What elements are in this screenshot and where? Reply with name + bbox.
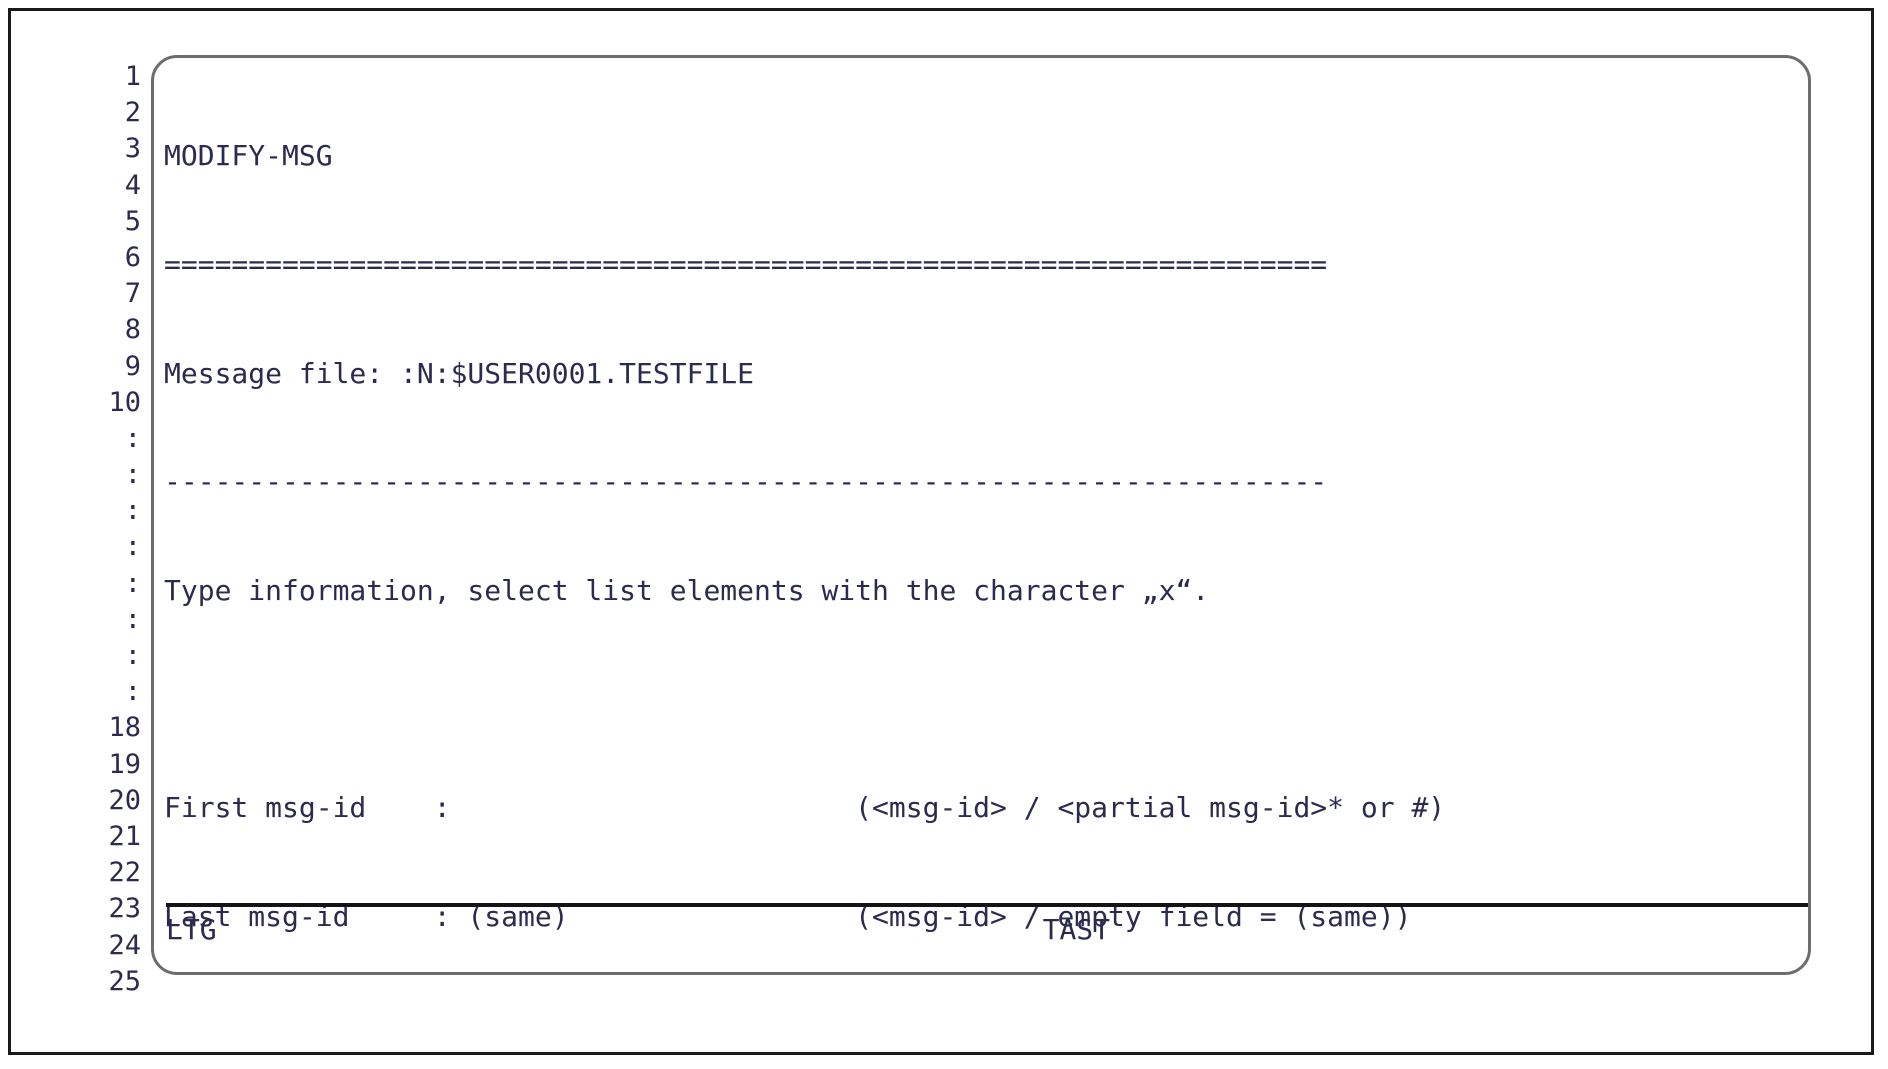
line-number: 19 xyxy=(108,748,141,780)
instruction-line: Type information, select list elements w… xyxy=(164,573,1210,607)
line-number: : xyxy=(124,531,141,563)
figure-frame: 1 2 3 4 5 6 7 8 9 10 : : : : : : : : 18 … xyxy=(8,8,1874,1055)
line-number: : xyxy=(124,495,141,527)
line-number: 23 xyxy=(108,893,141,925)
line-number: 3 xyxy=(124,133,141,165)
line-number: 1 xyxy=(124,61,141,92)
line-number: 9 xyxy=(124,350,141,382)
line-number: 10 xyxy=(108,386,141,418)
line-number: : xyxy=(124,459,141,491)
status-bar: LTG TAST xyxy=(166,913,1111,946)
line-number: 8 xyxy=(124,314,141,346)
line-number: 25 xyxy=(108,965,141,997)
blank-row xyxy=(164,681,1808,717)
line-number: 24 xyxy=(108,929,141,961)
line-number: : xyxy=(124,567,141,599)
line-number: : xyxy=(124,640,141,671)
line-number: 18 xyxy=(108,712,141,744)
line-number: 2 xyxy=(124,97,141,129)
screen-title: MODIFY-MSG xyxy=(164,139,333,173)
line-number: : xyxy=(124,676,141,708)
line-number: 4 xyxy=(124,169,141,201)
line-number: : xyxy=(124,603,141,635)
header-single-rule: ----------------------------------------… xyxy=(164,465,1328,499)
line-number: 21 xyxy=(108,820,141,852)
line-number: 6 xyxy=(124,241,141,273)
line-number-gutter: 1 2 3 4 5 6 7 8 9 10 : : : : : : : : 18 … xyxy=(63,59,141,1000)
header-double-rule: ========================================… xyxy=(164,248,1328,281)
line-number: 7 xyxy=(124,278,141,310)
message-file-line: Message file: :N:$USER0001.TESTFILE xyxy=(164,356,755,390)
status-divider xyxy=(166,903,1808,907)
terminal-text-area[interactable]: MODIFY-MSG =============================… xyxy=(164,66,1808,972)
line-number: 20 xyxy=(108,784,141,816)
line-number: : xyxy=(124,422,141,454)
field-first-msg-id[interactable]: First msg-id : (<msg-id> / <partial msg-… xyxy=(164,790,1446,824)
terminal-screen[interactable]: MODIFY-MSG =============================… xyxy=(151,55,1811,975)
line-number: 22 xyxy=(108,857,141,889)
line-number: 5 xyxy=(124,205,141,237)
